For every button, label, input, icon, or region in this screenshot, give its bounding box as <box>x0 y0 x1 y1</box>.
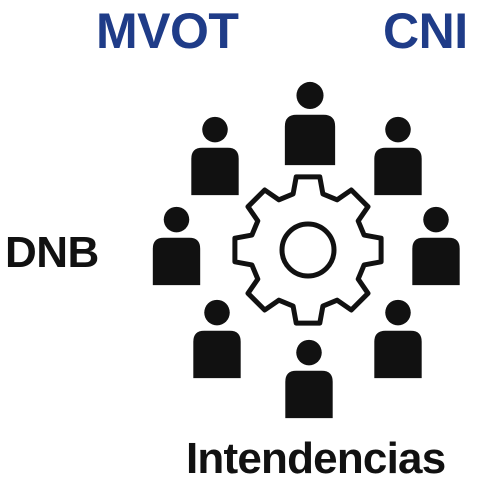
person-icon <box>193 299 241 379</box>
label-cni: CNI <box>383 3 468 59</box>
person-icon <box>285 339 333 419</box>
person-icon <box>412 206 460 286</box>
person-icon <box>191 116 239 196</box>
label-mvot: MVOT <box>96 3 239 59</box>
person-icon <box>374 299 422 379</box>
person-icon <box>374 116 422 196</box>
label-dnb: DNB <box>5 228 99 277</box>
gear-icon <box>232 174 384 326</box>
person-icon <box>152 206 201 286</box>
label-intendencias: Intendencias <box>186 434 446 483</box>
person-icon <box>284 81 336 166</box>
gear-hole <box>279 221 337 279</box>
